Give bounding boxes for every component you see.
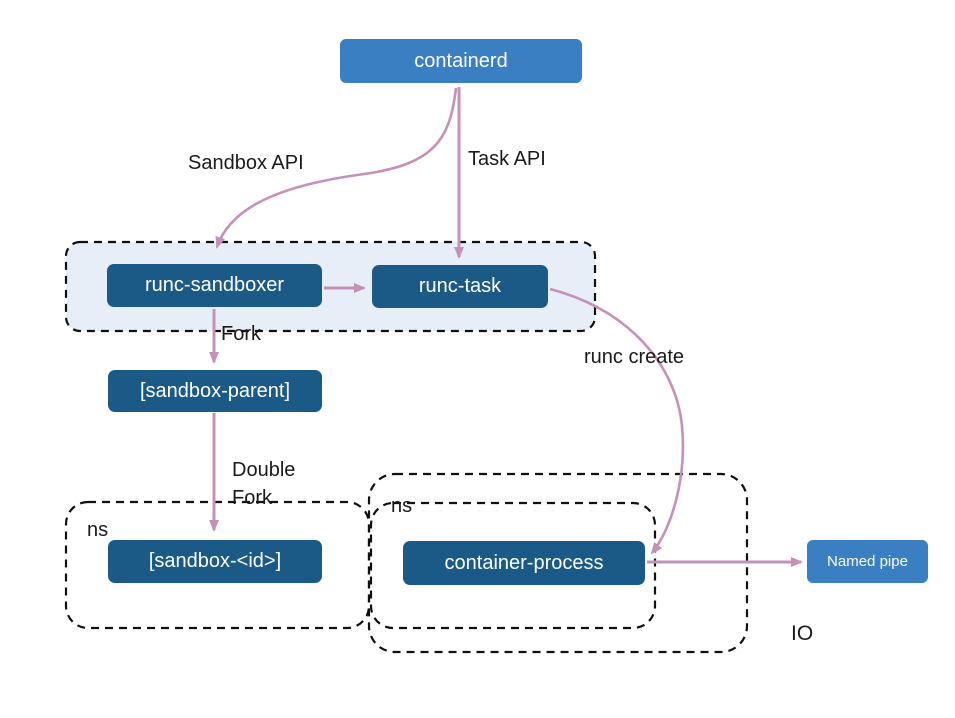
node-container-process: container-process (403, 541, 645, 585)
label-fork: Fork (221, 323, 261, 345)
label-ns-right: ns (391, 495, 413, 517)
label-sandbox-api: Sandbox API (188, 152, 304, 174)
node-sandbox-parent: [sandbox-parent] (108, 370, 322, 412)
node-runc-task: runc-task (372, 265, 548, 308)
edge-runc-create (549, 287, 685, 555)
label-io: IO (791, 622, 814, 645)
label-ns-left: ns (87, 519, 109, 541)
label-double-fork: Double Fork (232, 459, 296, 509)
label-runc-create: runc create (584, 346, 685, 368)
node-runc-sandboxer: runc-sandboxer (107, 264, 322, 307)
node-sandbox-id: [sandbox-<id>] (108, 540, 322, 583)
node-named-pipe: Named pipe (807, 540, 928, 583)
node-containerd: containerd (340, 39, 582, 83)
label-task-api: Task API (468, 148, 546, 170)
